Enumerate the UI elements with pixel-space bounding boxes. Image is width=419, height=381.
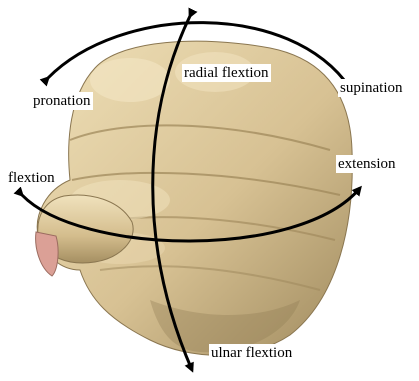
fist-shape	[36, 41, 353, 355]
radial-flextion-label: radial flextion	[182, 64, 271, 82]
flextion-label: flextion	[6, 169, 57, 187]
supination-label: supination	[338, 79, 405, 97]
pronation-label: pronation	[31, 92, 93, 110]
extension-label: extension	[336, 155, 398, 173]
ulnar-flextion-label: ulnar flextion	[209, 344, 294, 362]
